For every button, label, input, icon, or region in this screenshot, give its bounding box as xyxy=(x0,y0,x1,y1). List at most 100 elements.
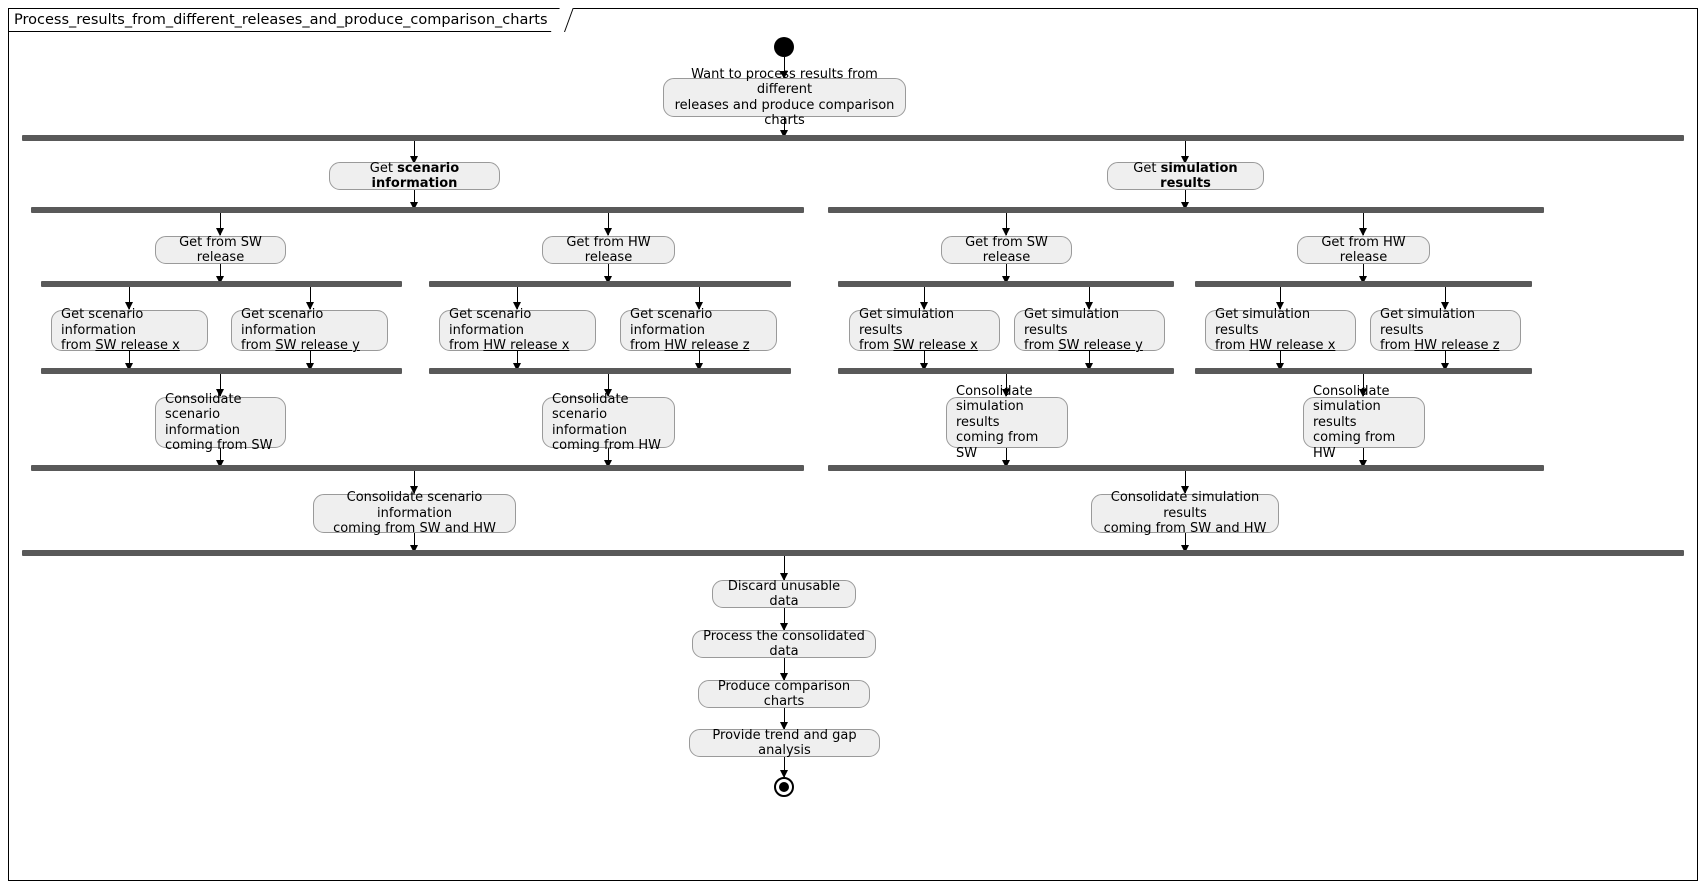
activity-node-consolidate-simulation-all[interactable]: Consolidate simulation results coming fr… xyxy=(1091,490,1279,536)
connector-start-to-intent xyxy=(780,57,788,79)
connector-simulation-sw-to-fork3 xyxy=(1002,264,1010,284)
fork-bar-level3-scenario-sw xyxy=(41,281,402,287)
connector-fork1-to-simulation xyxy=(1181,141,1189,164)
connector-consolidate-simulation-all-to-join1 xyxy=(1181,533,1189,553)
connector-consolidate-si-hw-to-join2 xyxy=(1359,448,1367,468)
connector-fork3-to-sc-hwz xyxy=(695,287,703,310)
connector-join2l-to-consolidate-all-scenario xyxy=(410,471,418,494)
label-si-hwz-from: from xyxy=(1380,338,1415,354)
label-sc-hwx-line1: Get scenario information xyxy=(449,307,532,338)
connector-sc-hwx-to-join3 xyxy=(513,351,521,371)
activity-node-trend-gap-analysis[interactable]: Provide trend and gap analysis xyxy=(689,728,880,758)
connector-scenario-sw-to-fork3 xyxy=(216,264,224,284)
label-si-swx-line1: Get simulation results xyxy=(859,307,955,338)
activity-node-consolidate-scenario-hw[interactable]: Consolidate scenario information coming … xyxy=(542,392,675,453)
label-sc-swx-from: from xyxy=(61,338,96,354)
connector-fork3-to-sc-hwx xyxy=(513,287,521,310)
activity-node-consolidate-scenario-sw[interactable]: Consolidate scenario information coming … xyxy=(155,392,286,453)
activity-node-intent[interactable]: Want to process results from different r… xyxy=(663,67,906,128)
activity-node-scenario-from-hw-release[interactable]: Get from HW release xyxy=(542,235,675,265)
connector-trend-to-end xyxy=(780,757,788,778)
label-sc-hwz-line1: Get scenario information xyxy=(630,307,713,338)
label-simulation-results: simulation results xyxy=(1160,160,1238,192)
connector-fork3-to-si-hwx xyxy=(1276,287,1284,310)
label-si-swy-release: SW release y xyxy=(1058,338,1143,354)
connector-fork3-to-sc-swx xyxy=(125,287,133,310)
fork-bar-level3-scenario-hw xyxy=(429,281,791,287)
connector-fork3-to-si-swy xyxy=(1085,287,1093,310)
fork-bar-level3-simulation-hw xyxy=(1195,281,1532,287)
label-sc-swx-release: SW release x xyxy=(95,338,180,354)
connector-scenario-to-fork2 xyxy=(410,190,418,210)
join-bar-level2-right xyxy=(828,465,1544,471)
activity-node-consolidate-simulation-hw[interactable]: Consolidate simulation results coming fr… xyxy=(1303,384,1425,461)
activity-node-get-scenario-information[interactable]: Get scenario information xyxy=(329,160,500,191)
label-si-hwx-from: from xyxy=(1215,338,1250,354)
end-node xyxy=(774,777,794,797)
label-si-hwz-release: HW release z xyxy=(1414,338,1500,354)
activity-node-simulation-from-hw-release[interactable]: Get from HW release xyxy=(1297,235,1430,265)
connector-discard-to-process xyxy=(780,608,788,631)
label-si-swx-release: SW release x xyxy=(893,338,978,354)
connector-fork2l-to-scenario-hw xyxy=(604,213,612,236)
label-sc-hwx-release: HW release x xyxy=(483,338,570,354)
label-si-swx-from: from xyxy=(859,338,894,354)
join-bar-level3-scenario-hw xyxy=(429,368,791,374)
label-si-swy-line1: Get simulation results xyxy=(1024,307,1120,338)
activity-node-scenario-from-sw-release[interactable]: Get from SW release xyxy=(155,235,286,265)
label-sc-hwz-from: from xyxy=(630,338,665,354)
connector-produce-to-trend xyxy=(780,708,788,730)
activity-node-discard-unusable-data[interactable]: Discard unusable data xyxy=(712,579,856,609)
connector-si-swy-to-join3 xyxy=(1085,351,1093,371)
connector-fork3-to-si-swx xyxy=(920,287,928,310)
connector-si-swx-to-join3 xyxy=(920,351,928,371)
label-sc-hwx-from: from xyxy=(449,338,484,354)
connector-scenario-hw-to-fork3 xyxy=(604,264,612,284)
connector-join2r-to-consolidate-all-simulation xyxy=(1181,471,1189,494)
connector-consolidate-sc-sw-to-join2 xyxy=(216,448,224,468)
label-si-hwx-release: HW release x xyxy=(1249,338,1336,354)
connector-simulation-hw-to-fork3 xyxy=(1359,264,1367,284)
connector-fork3-to-sc-swy xyxy=(306,287,314,310)
fork-bar-level2-left xyxy=(31,207,804,213)
activity-node-process-consolidated-data[interactable]: Process the consolidated data xyxy=(692,629,876,659)
fork-bar-level2-right xyxy=(828,207,1544,213)
connector-si-hwx-to-join3 xyxy=(1276,351,1284,371)
connector-simulation-to-fork2 xyxy=(1181,190,1189,210)
connector-join1-to-discard xyxy=(780,556,788,581)
connector-join3-to-consolidate-si-sw xyxy=(1002,374,1010,397)
connector-consolidate-scenario-all-to-join1 xyxy=(410,533,418,553)
activity-node-consolidate-scenario-all[interactable]: Consolidate scenario information coming … xyxy=(313,490,516,536)
connector-fork2r-to-simulation-sw xyxy=(1002,213,1010,236)
label-si-swy-from: from xyxy=(1024,338,1059,354)
fork-bar-level1 xyxy=(22,135,1684,141)
activity-node-simulation-from-sw-release[interactable]: Get from SW release xyxy=(941,235,1072,265)
label-get-prefix-scenario: Get xyxy=(369,160,398,176)
label-sc-swy-release: SW release y xyxy=(275,338,360,354)
connector-fork2r-to-simulation-hw xyxy=(1359,213,1367,236)
join-bar-level3-simulation-sw xyxy=(838,368,1174,374)
connector-fork1-to-scenario xyxy=(410,141,418,164)
connector-fork3-to-si-hwz xyxy=(1441,287,1449,310)
connector-join3-to-consolidate-sc-sw xyxy=(216,374,224,397)
connector-sc-swx-to-join3 xyxy=(125,351,133,371)
activity-node-get-simulation-results[interactable]: Get simulation results xyxy=(1107,160,1264,192)
connector-consolidate-sc-hw-to-join2 xyxy=(604,448,612,468)
join-bar-level3-scenario-sw xyxy=(41,368,402,374)
label-si-hwx-line1: Get simulation results xyxy=(1215,307,1311,338)
activity-node-produce-comparison-charts[interactable]: Produce comparison charts xyxy=(698,679,870,709)
activity-node-consolidate-simulation-sw[interactable]: Consolidate simulation results coming fr… xyxy=(946,384,1068,461)
label-sc-swy-from: from xyxy=(241,338,276,354)
connector-fork2l-to-scenario-sw xyxy=(216,213,224,236)
partition-title: Process_results_from_different_releases_… xyxy=(8,8,565,32)
fork-bar-level3-simulation-sw xyxy=(838,281,1174,287)
